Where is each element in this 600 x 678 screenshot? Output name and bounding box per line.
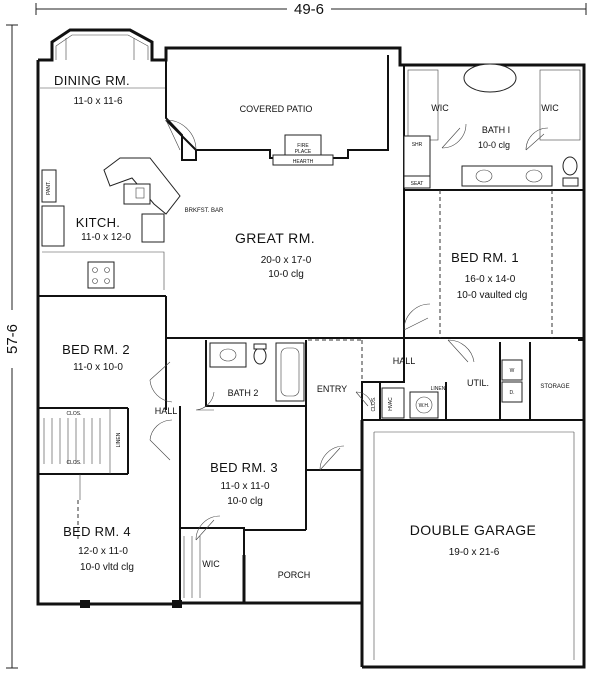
linen-left-label: LINEN [116,432,122,447]
room-great: GREAT RM. 20-0 x 17-0 10-0 clg [235,230,315,280]
closet-bottom-label: CLOS. [66,460,81,466]
utility-fixtures [381,359,523,419]
fireplace [272,134,334,166]
dining-size: 11-0 x 11-6 [73,96,123,107]
columns [80,600,182,608]
entry-name: ENTRY [317,384,347,394]
storage-name: STORAGE [540,384,569,390]
width-label: 49-6 [294,1,324,18]
bed4-name: BED RM. 4 [63,524,131,539]
wic-bed3-label: WIC [202,559,220,569]
interior-walls [38,55,584,603]
room-porch: PORCH [278,570,311,580]
room-bath1: WIC WIC BATH I 10-0 clg SHR SEAT [411,103,560,187]
shower-label: SHR [412,142,423,148]
closet-hall-label: CLOS. [371,396,377,411]
wic-right-label: WIC [541,103,559,113]
bath1-clg: 10-0 clg [478,140,510,150]
room-bath2: BATH 2 [228,388,259,398]
bed4-size: 12-0 x 11-0 [78,546,128,557]
room-dining: DINING RM. 11-0 x 11-6 [54,73,130,107]
room-util: UTIL. LINEN HVAC W.H. CLOS. [371,378,489,412]
porch-name: PORCH [278,570,311,580]
bed2-name: BED RM. 2 [62,342,130,357]
room-hall-left: HALL [155,406,178,416]
bath2-fixtures [209,342,305,402]
fireplace-label-1: FIRE [297,143,309,149]
dining-name: DINING RM. [54,73,130,88]
bath2-name: BATH 2 [228,388,259,398]
garage-size: 19-0 x 21-6 [449,547,500,558]
great-clg: 10-0 clg [268,269,304,280]
water-heater-label: W.H. [419,403,430,409]
bed3-clg: 10-0 clg [227,496,263,507]
kitchen-name: KITCH. [76,215,120,230]
great-size: 20-0 x 17-0 [261,255,312,266]
kitchen-size: 11-0 x 12-0 [81,232,131,243]
kitchen-fixtures [41,157,181,290]
hearth-label: HEARTH [293,159,314,165]
garage-name: DOUBLE GARAGE [410,522,537,538]
room-storage: STORAGE W D. [510,368,570,396]
room-closets-left: CLOS. CLOS. LINEN [66,411,122,466]
room-bed3: BED RM. 3 11-0 x 11-0 10-0 clg [210,460,278,507]
door-swings [149,119,549,541]
patio-name: COVERED PATIO [240,104,313,114]
linen-right-label: LINEN [431,386,446,392]
closet-top-label: CLOS. [66,411,81,417]
bath1-name: BATH I [482,125,510,135]
room-garage: DOUBLE GARAGE 19-0 x 21-6 [410,522,537,558]
dining-bay [55,34,149,60]
bed1-name: BED RM. 1 [451,250,519,265]
depth-dimension: 57-6 [2,24,22,669]
seat-label: SEAT [411,181,424,187]
room-bed4: BED RM. 4 12-0 x 11-0 10-0 vltd clg [63,524,134,573]
bed1-clg: 10-0 vaulted clg [457,290,528,301]
room-bed2: BED RM. 2 11-0 x 10-0 [62,342,130,373]
fireplace-label-2: PLACE [295,149,312,155]
room-patio: COVERED PATIO FIRE PLACE HEARTH [240,104,314,165]
bed2-size: 11-0 x 10-0 [73,362,123,373]
wic-left-label: WIC [431,103,449,113]
room-hall-right: HALL [393,356,416,366]
bed3-name: BED RM. 3 [210,460,278,475]
bath1-fixtures [403,63,581,189]
pantry-label: PANT. [46,181,52,195]
closet-shelving [43,418,201,598]
util-name: UTIL. [467,378,489,388]
room-kitchen: PANT. KITCH. 11-0 x 12-0 BRKFST. BAR [46,181,224,243]
bed1-size: 16-0 x 14-0 [465,274,516,285]
width-dimension: 49-6 [35,1,587,18]
room-wic-bed3: WIC [202,559,220,569]
ceiling-lines [77,190,553,540]
hvac-label: HVAC [388,397,394,411]
room-entry: ENTRY [317,384,347,394]
dryer-label: D. [510,390,515,396]
hall-left-name: HALL [155,406,178,416]
bed3-size: 11-0 x 11-0 [220,481,270,492]
room-bed1: BED RM. 1 16-0 x 14-0 10-0 vaulted clg [451,250,527,301]
hall-right-name: HALL [393,356,416,366]
depth-label: 57-6 [4,324,21,354]
great-name: GREAT RM. [235,230,315,246]
washer-label: W [510,368,515,374]
breakfast-bar-label: BRKFST. BAR [185,208,224,214]
bed4-clg: 10-0 vltd clg [80,562,134,573]
garage-step [373,431,575,660]
